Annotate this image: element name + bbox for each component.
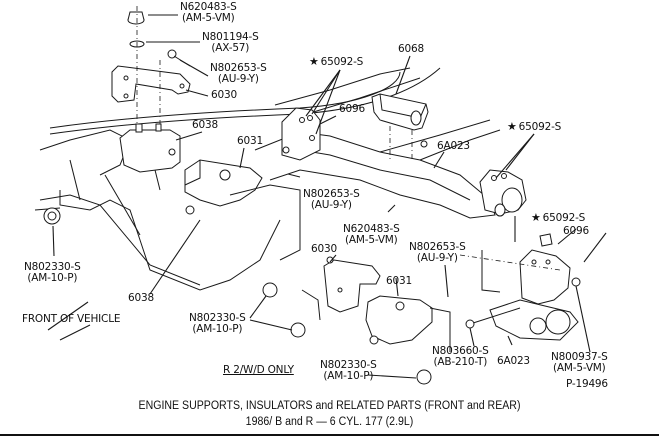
support-6096-right-drawing [459,233,571,305]
callout-part: N620483-S [343,223,400,235]
bracket-6030-top [111,65,191,103]
nut-center-drawing [262,282,432,385]
callout-code: (AU-9-Y) [416,252,458,264]
callout-insulator-6038-bottom: 6038 [128,292,154,304]
callout-support-6096-left: 6096 [339,103,365,115]
diagram-title-line2: 1986/ B and R — 6 CYL. 177 (2.9L) [245,416,414,428]
nut-top-drawing [127,6,191,130]
support-right-upper-drawing [479,169,527,242]
callout-code: (AX-57) [211,42,250,54]
callout-part: 65092-S [518,121,562,133]
front-of-vehicle-label: FRONT OF VEHICLE [22,313,121,325]
figure-id: P-19496 [566,378,608,390]
support-6096-left-drawing [281,107,321,161]
bracket-6030-bottom-drawing [301,256,381,321]
callout-code: (AU-9-Y) [310,199,352,211]
insulator-6031-bottom-drawing [365,295,451,352]
callout-star-65092-left: ★65092-S [309,56,363,68]
leader-lines [47,14,607,379]
callout-bracket-6030-top: 6030 [211,89,237,101]
callout-part: N802330-S [320,359,377,371]
callout-code: (AU-9-Y) [217,73,259,85]
callout-support-6096-right: 6096 [563,225,589,237]
nut-left-drawing [43,207,61,225]
callout-nut-bottom: N802330-S (AM-10-P) [320,360,377,382]
callout-part: N802653-S [303,188,360,200]
callout-code: (AM-5-VM) [553,362,606,374]
callout-bolt-long: N803660-S (AB-210-T) [432,346,489,368]
callout-nut-top: N620483-S (AM-5-VM) [180,2,237,24]
callout-star-65092-right: ★65092-S [507,121,561,133]
star-icon: ★ [507,120,517,133]
callout-part: 65092-S [320,56,364,68]
callout-crossmember-6a023-bottom: 6A023 [497,355,530,367]
star-icon: ★ [531,211,541,224]
callout-part: N801194-S [202,31,259,43]
callout-code: (AM-10-P) [27,272,78,284]
insulator-6031-top-drawing [184,159,301,261]
callout-nut-center: N802330-S (AM-10-P) [189,313,246,335]
callout-part: N802653-S [409,241,466,253]
frame-left [34,129,281,291]
callout-bolt-top: N802653-S (AU-9-Y) [210,63,267,85]
callout-insulator-6031-bottom: 6031 [386,275,412,287]
callout-nut-mid: N620483-S (AM-5-VM) [343,224,400,246]
callout-part: N620483-S [180,1,237,13]
diagram-title-line1: ENGINE SUPPORTS, INSULATORS and RELATED … [138,400,521,412]
callout-insulator-6031-top: 6031 [237,135,263,147]
callout-part: N802330-S [189,312,246,324]
callout-part: N802330-S [24,261,81,273]
callout-crossmember-6a023-top: 6A023 [437,140,470,152]
crossmember-center [254,119,501,219]
callout-insulator-6068: 6068 [398,43,424,55]
callout-bracket-6030-bottom: 6030 [311,243,337,255]
callout-nut-left: N802330-S (AM-10-P) [24,262,81,284]
callout-washer-top: N801194-S (AX-57) [202,32,259,54]
callout-part: 65092-S [542,212,586,224]
callout-part: N802653-S [210,62,267,74]
insulator-6068-drawing [371,93,429,160]
callout-code: (AM-10-P) [323,370,374,382]
insulator-6038-top-drawing [119,123,181,173]
callout-nut-right: N800937-S (AM-5-VM) [551,352,608,374]
bottom-divider [0,434,659,436]
callout-part: N803660-S [432,345,489,357]
callout-bolt-lower: N802653-S (AU-9-Y) [409,242,466,264]
callout-star-65092-lower: ★65092-S [531,212,585,224]
callout-code: (AM-5-VM) [182,12,235,24]
r2wd-only-note: R 2/W/D ONLY [223,364,294,376]
callout-code: (AM-5-VM) [345,234,398,246]
crossmember-6a023-bottom-drawing [465,277,581,341]
callout-part: N800937-S [551,351,608,363]
callout-code: (AM-10-P) [192,323,243,335]
callout-insulator-6038-top: 6038 [192,119,218,131]
star-icon: ★ [309,55,319,68]
callout-code: (AB-210-T) [433,356,488,368]
callout-bolt-mid: N802653-S (AU-9-Y) [303,189,360,211]
